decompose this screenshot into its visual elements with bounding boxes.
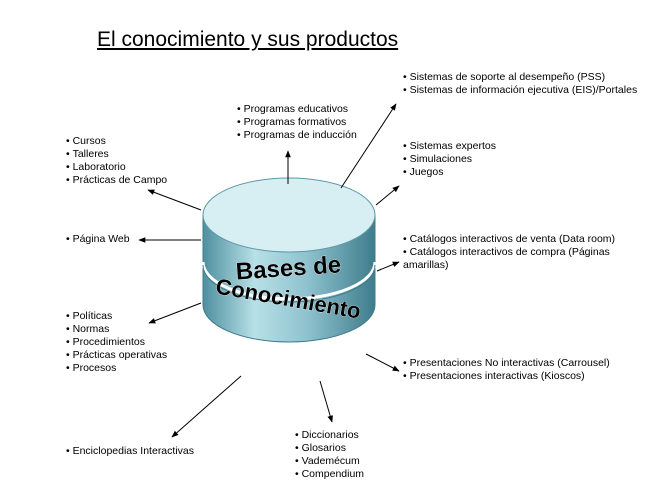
group-politicas: Políticas Normas Procedimientos Práctica…	[66, 310, 168, 375]
group-presentaciones: Presentaciones No interactivas (Carrouse…	[403, 357, 610, 383]
group-pagina-web: Página Web	[66, 233, 130, 246]
list-item: Glosarios	[295, 442, 364, 455]
list-item: Sistemas de soporte al desempeño (PSS)	[403, 71, 637, 84]
group-sistemas-expertos: Sistemas expertos Simulaciones Juegos	[403, 140, 496, 179]
list-item: Catálogos interactivos de venta (Data ro…	[403, 233, 631, 246]
list-item: Laboratorio	[66, 161, 167, 174]
list-item: Cursos	[66, 135, 167, 148]
group-catalogos: Catálogos interactivos de venta (Data ro…	[403, 233, 631, 272]
list-item: Talleres	[66, 148, 167, 161]
arrow-capacitacion	[147, 189, 202, 211]
list-item: Simulaciones	[403, 153, 496, 166]
list-item: Enciclopedias Interactivas	[66, 445, 194, 458]
database-cylinder: Bases de Conocimiento	[201, 177, 377, 343]
list-item: Políticas	[66, 310, 167, 323]
group-sistemas-soporte: Sistemas de soporte al desempeño (PSS) S…	[403, 71, 638, 97]
list-item: Procedimientos	[66, 336, 167, 349]
list-item: Prácticas de Campo	[66, 174, 168, 187]
arrow-sistemas-soporte	[340, 103, 397, 189]
arrow-diccionarios	[319, 380, 333, 423]
group-diccionarios: Diccionarios Glosarios Vademécum Compend…	[295, 429, 364, 481]
arrow-presentaciones	[365, 353, 400, 372]
list-item: Procesos	[66, 362, 167, 375]
cylinder-top	[202, 177, 376, 253]
page-title: El conocimiento y sus productos	[97, 28, 399, 51]
list-item: Programas educativos	[237, 103, 357, 116]
arrow-catalogos	[376, 261, 400, 272]
list-item: Presentaciones interactivas (Kioscos)	[403, 370, 610, 383]
group-capacitacion: Cursos Talleres Laboratorio Prácticas de…	[66, 135, 168, 187]
list-item: Juegos	[403, 166, 496, 179]
list-item: Programas formativos	[237, 116, 357, 129]
list-item: Página Web	[66, 233, 130, 246]
list-item: Vademécum	[295, 455, 364, 468]
list-item: Catálogos interactivos de compra (Página…	[403, 246, 631, 272]
list-item: Compendium	[295, 468, 364, 481]
arrow-sistemas-expertos	[375, 185, 400, 206]
list-item: Prácticas operativas	[66, 349, 168, 362]
list-item: Diccionarios	[295, 429, 364, 442]
group-enciclopedias: Enciclopedias Interactivas	[66, 445, 194, 458]
group-programas: Programas educativos Programas formativo…	[237, 103, 357, 142]
list-item: Presentaciones No interactivas (Carrouse…	[403, 357, 610, 370]
list-item: Sistemas expertos	[403, 140, 496, 153]
center-label-line1: Bases de	[235, 251, 342, 285]
arrow-enciclopedias	[171, 375, 242, 438]
list-item: Programas de inducción	[237, 129, 357, 142]
list-item: Normas	[66, 323, 167, 336]
list-item: Sistemas de información ejecutiva (EIS)/…	[403, 84, 638, 97]
